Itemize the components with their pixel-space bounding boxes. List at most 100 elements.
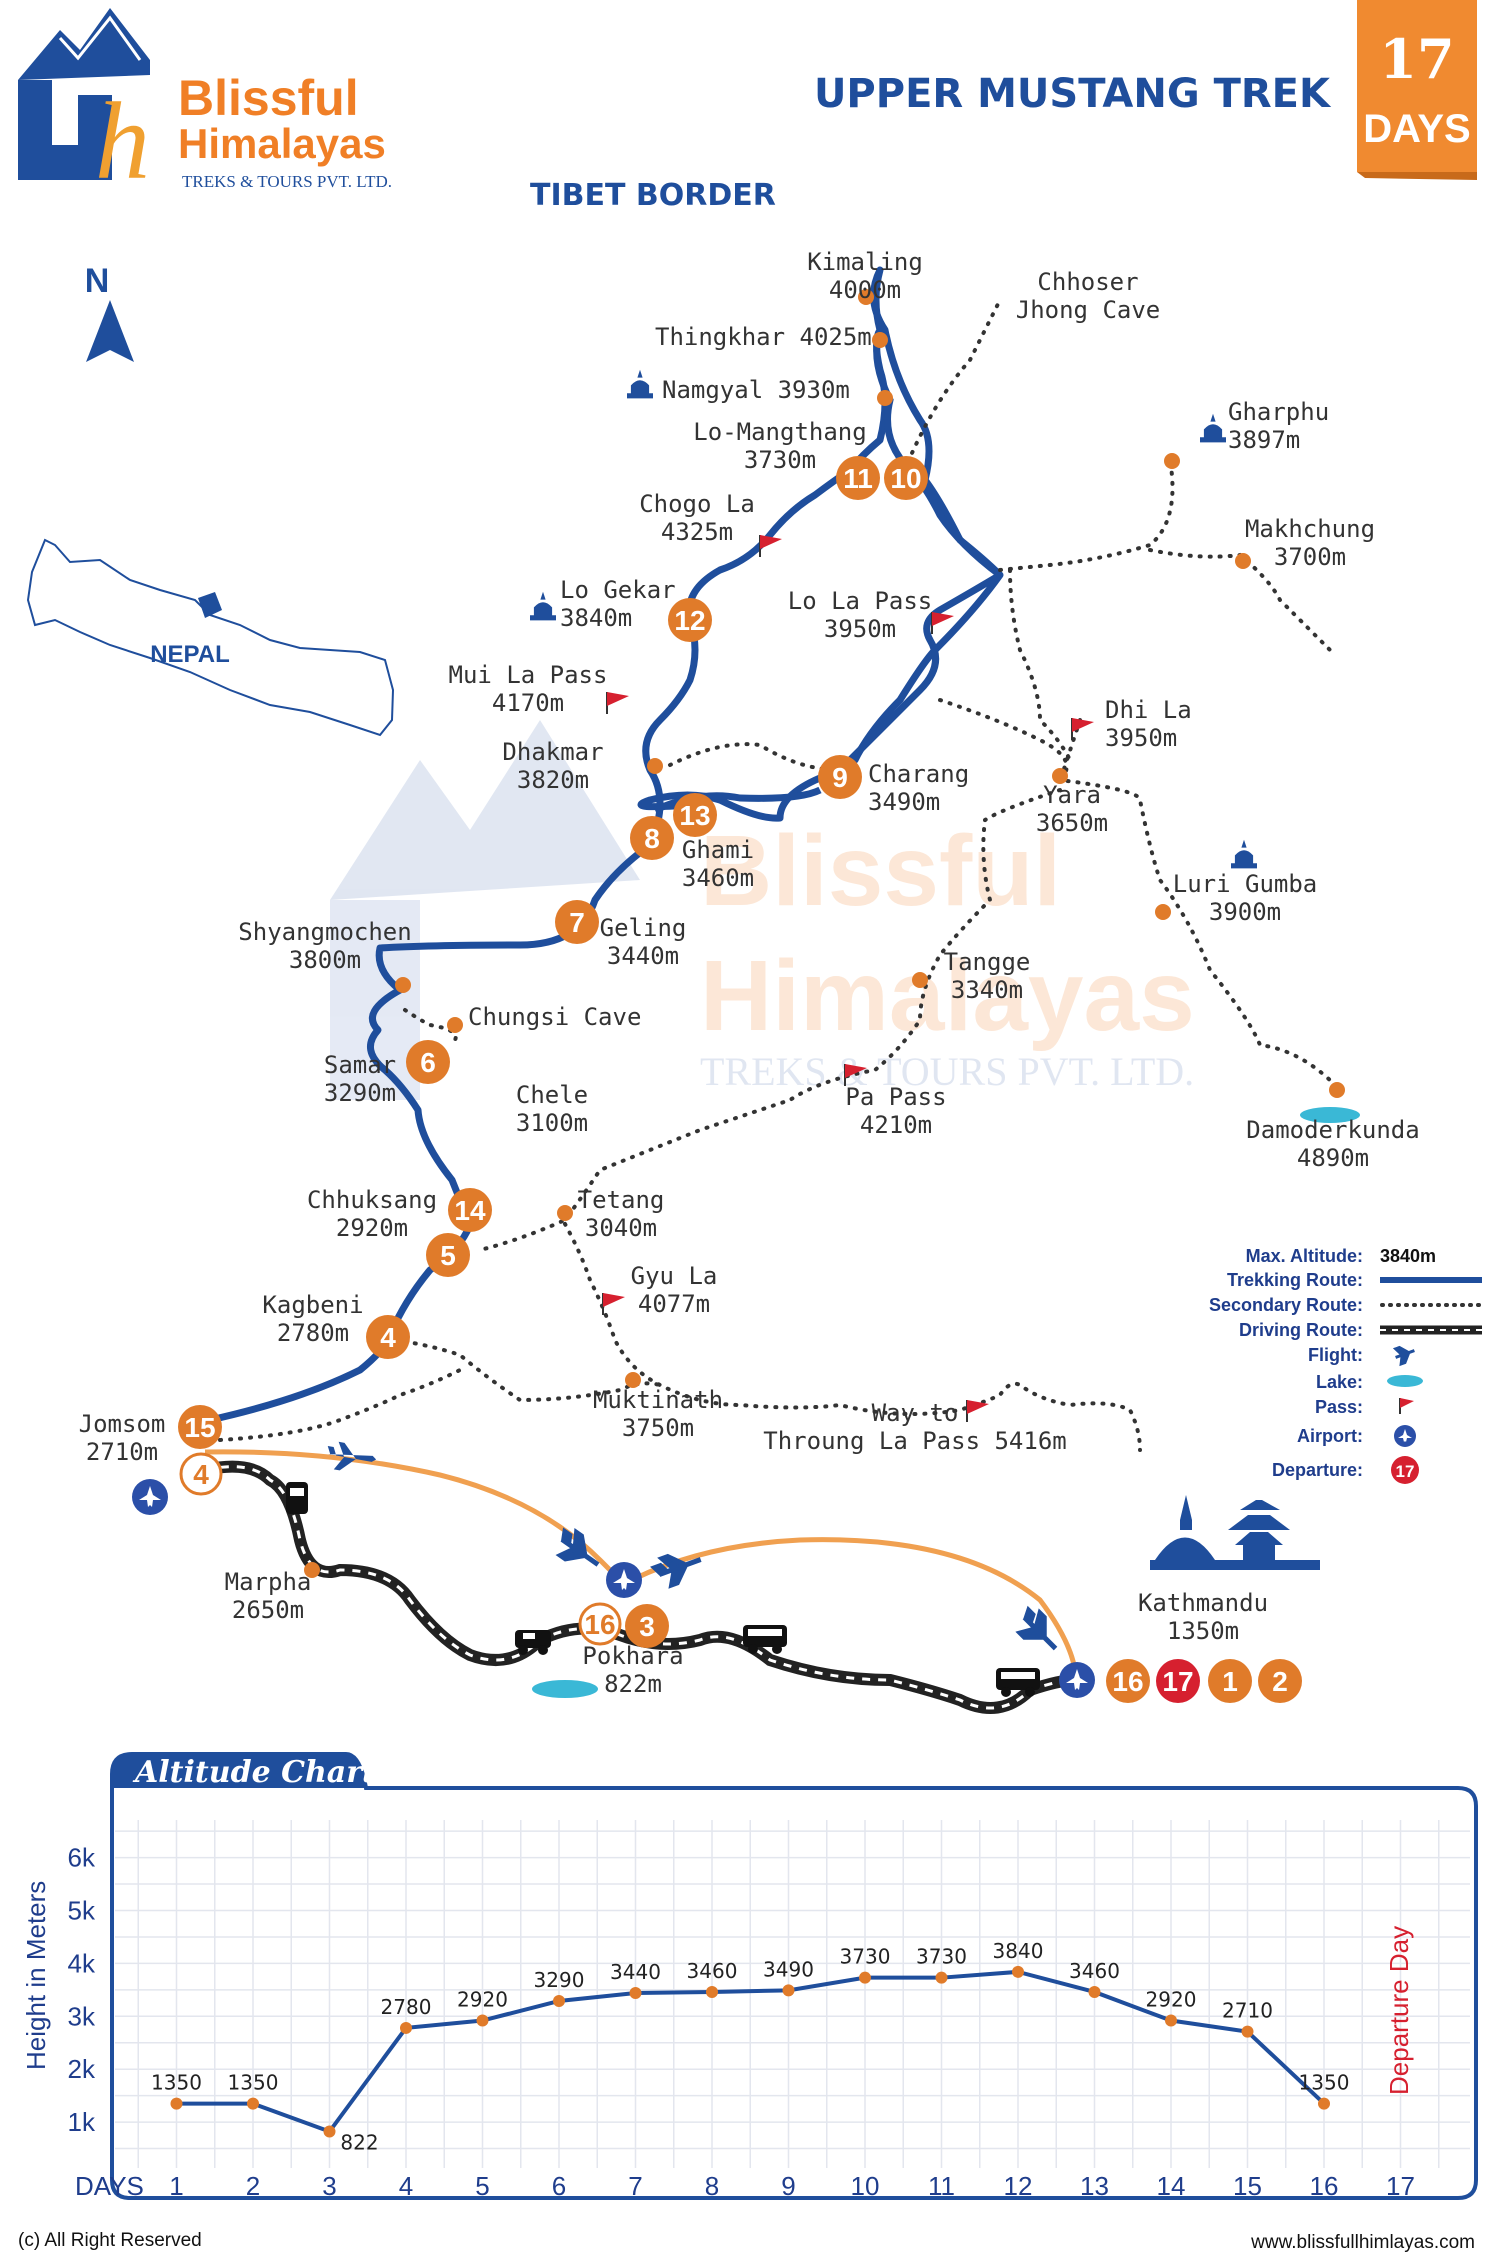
altitude-value-label: 822 — [340, 2131, 378, 2155]
chart-title-tab — [112, 1754, 366, 1788]
y-tick-label: 4k — [68, 1948, 96, 1978]
place-altitude-marpha: 2650m — [232, 1596, 304, 1624]
plane-icon — [1015, 1605, 1058, 1651]
legend-airport: Airport: — [1297, 1426, 1363, 1446]
place-altitude-logekar: 3840m — [560, 604, 632, 632]
legend-departure: Departure: — [1272, 1460, 1363, 1480]
airport-icon — [132, 1479, 168, 1515]
altitude-line — [176, 1969, 1326, 2134]
stupa-icon — [1231, 839, 1257, 869]
place-label-jomsom: Jomsom — [79, 1410, 166, 1438]
place-dots — [304, 289, 1345, 1578]
svg-text:4: 4 — [193, 1459, 209, 1490]
place-altitude-lomangthang: 3730m — [744, 446, 816, 474]
place-altitude-kagbeni: 2780m — [277, 1319, 349, 1347]
pass-flag-icon — [931, 612, 954, 634]
place-label-gharphu: Gharphu — [1228, 398, 1329, 426]
svg-text:11: 11 — [843, 463, 873, 494]
altitude-value-label: 1350 — [1299, 2071, 1350, 2095]
footer-website[interactable]: www.blissfullhimlayas.com — [1250, 2232, 1475, 2253]
watermark-tagline: TREKS & TOURS PVT. LTD. — [700, 1049, 1194, 1094]
altitude-point — [170, 2097, 183, 2110]
day-marker: 2 — [1258, 1659, 1302, 1703]
altitude-value-label: 3460 — [1069, 1959, 1120, 1983]
day-marker: 14 — [448, 1188, 492, 1232]
x-tick-label: 13 — [1080, 2171, 1109, 2201]
place-label-marpha: Marpha — [225, 1568, 312, 1596]
brand-name-line2: Himalayas — [178, 120, 386, 167]
place-altitude-charang: 3490m — [868, 788, 940, 816]
svg-text:16: 16 — [584, 1609, 615, 1640]
place-label-muktinath: Muktinath — [593, 1386, 723, 1414]
stupa-icon — [627, 369, 653, 399]
place-altitude-kimaling: 4000m — [829, 276, 901, 304]
place-label-chogola: Chogo La — [639, 490, 755, 518]
place-label-chhuksang: Chhuksang — [307, 1186, 437, 1214]
altitude-value-label: 2920 — [1146, 1988, 1197, 2012]
place-altitude-tetang: 3040m — [585, 1214, 657, 1242]
altitude-point — [400, 2021, 412, 2034]
place-label-muilapass: Mui La Pass — [449, 661, 608, 689]
altitude-value-label: 2710 — [1222, 1999, 1273, 2023]
altitude-point — [323, 2125, 336, 2138]
legend-departure-badge — [1391, 1456, 1419, 1484]
altitude-value-label: 3440 — [610, 1960, 661, 1984]
day-marker: 12 — [668, 598, 712, 642]
x-tick-label: 6 — [552, 2171, 566, 2201]
day-marker: 9 — [818, 755, 862, 799]
departure-day-annotation: Departure Day — [1384, 1926, 1414, 2095]
bus-icon — [996, 1668, 1040, 1697]
legend-max-altitude-value: 3840m — [1380, 1246, 1436, 1266]
day-marker: 10 — [884, 456, 928, 500]
place-altitude-chogola: 4325m — [661, 518, 733, 546]
page-title: UPPER MUSTANG TREK — [814, 71, 1332, 117]
place-altitude-geling: 3440m — [607, 942, 679, 970]
altitude-point — [1088, 1985, 1101, 1998]
x-tick-label: 2 — [246, 2171, 260, 2201]
svg-text:17: 17 — [1162, 1666, 1193, 1697]
place-altitude-chhoser: Jhong Cave — [1016, 296, 1161, 324]
altitude-value-label: 3460 — [687, 1959, 738, 1983]
place-label-yara: Yara — [1043, 781, 1101, 809]
jeep-icon — [515, 1630, 551, 1655]
flight-plane-icons — [327, 1441, 1058, 1651]
place-label-pokhara: Pokhara — [582, 1642, 683, 1670]
legend-flight: Flight: — [1308, 1345, 1363, 1365]
svg-text:2: 2 — [1272, 1666, 1288, 1697]
place-label-samar: Samar — [324, 1051, 396, 1079]
place-altitude-dhila: 3950m — [1105, 724, 1177, 752]
altitude-value-label: 3490 — [763, 1957, 814, 1981]
x-tick-label: 4 — [399, 2171, 413, 2201]
altitude-point — [629, 1987, 642, 2000]
place-label-shyangmochen: Shyangmochen — [238, 918, 411, 946]
svg-text:15: 15 — [184, 1412, 215, 1443]
place-label-charang: Charang — [868, 760, 969, 788]
svg-text:8: 8 — [644, 823, 660, 854]
altitude-value-label: 3730 — [916, 1945, 967, 1969]
altitude-point — [476, 2014, 489, 2027]
altitude-value-label: 3730 — [840, 1945, 891, 1969]
secondary-routes — [218, 298, 1337, 1452]
x-tick-label: 3 — [322, 2171, 336, 2201]
airport-icon — [606, 1562, 642, 1598]
airport-icon — [1059, 1662, 1095, 1698]
y-tick-label: 6k — [68, 1843, 96, 1873]
place-label-logekar: Lo Gekar — [560, 576, 676, 604]
legend-max-altitude-label: Max. Altitude: — [1246, 1246, 1363, 1266]
place-label-dhakmar: Dhakmar — [502, 738, 603, 766]
place-altitude-chele: 3100m — [516, 1109, 588, 1137]
airports — [132, 1479, 1095, 1698]
altitude-value-label: 3290 — [534, 1968, 585, 1992]
altitude-point — [782, 1984, 795, 1997]
x-tick-label: 16 — [1310, 2171, 1339, 2201]
watermark-line1: Blissful — [700, 815, 1061, 927]
place-altitude-muilapass: 4170m — [492, 689, 564, 717]
place-label-damoderkunda: Damoderkunda — [1246, 1116, 1419, 1144]
legend-flag-icon — [1399, 1398, 1414, 1414]
pass-flags — [602, 535, 1094, 1422]
lake-icon — [532, 1680, 598, 1698]
day-marker: 16 — [578, 1602, 622, 1646]
place-label-tangge: Tangge — [944, 948, 1031, 976]
place-altitude-kathmandu: 1350m — [1167, 1617, 1239, 1645]
